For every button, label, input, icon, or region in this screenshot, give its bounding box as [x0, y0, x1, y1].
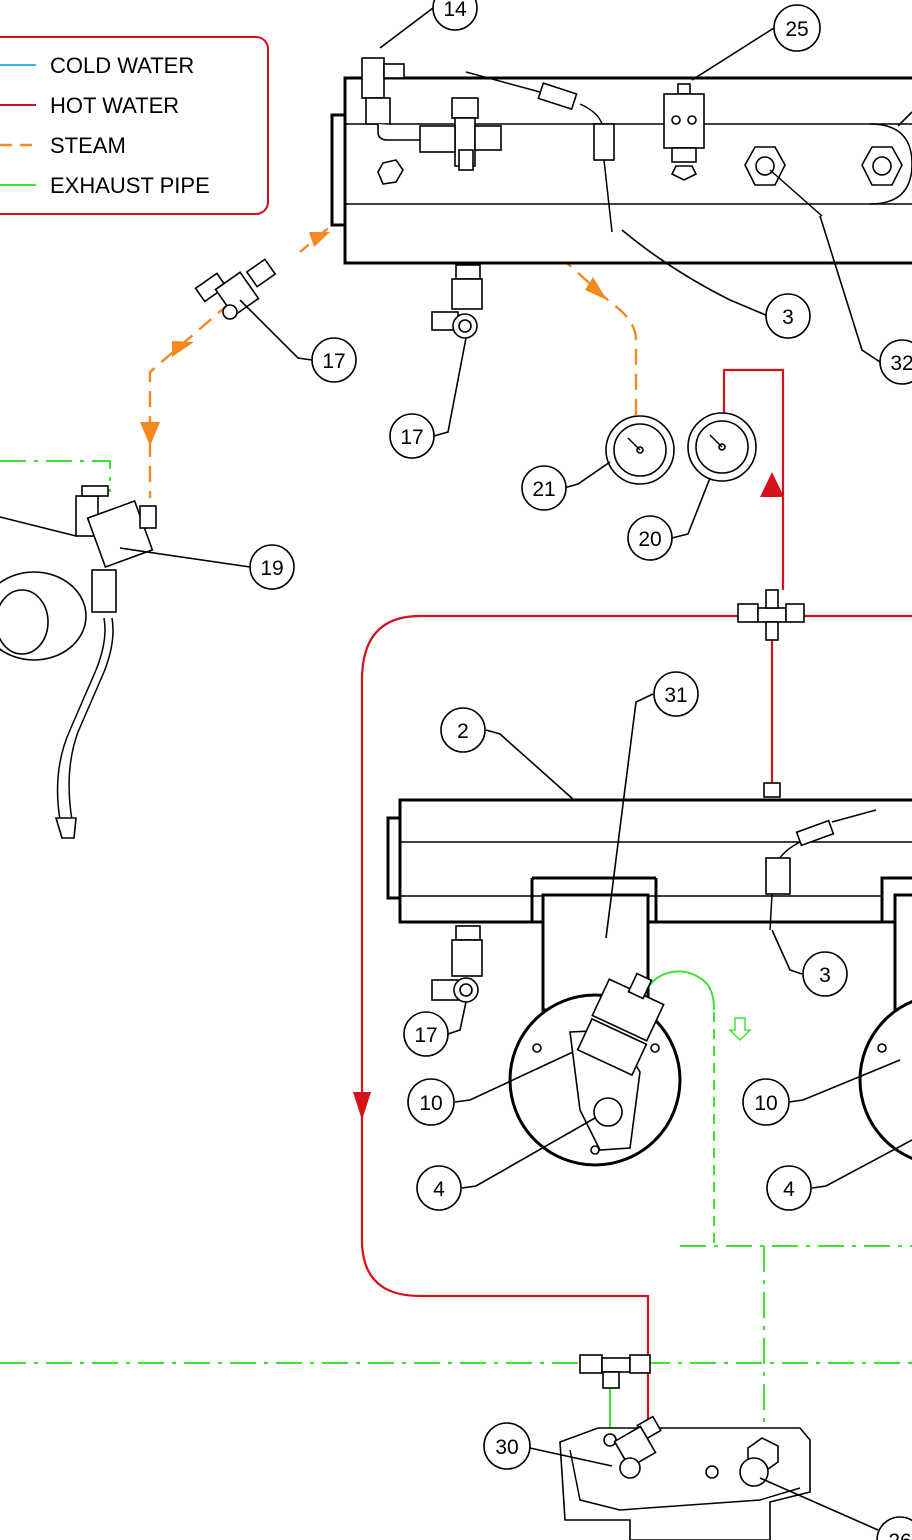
drain-box: [559, 1415, 811, 1540]
legend-label-exhaust-pipe: EXHAUST PIPE: [50, 173, 210, 198]
callout-17-lower-label: 17: [414, 1024, 437, 1047]
steam-arrow-2: [172, 341, 194, 357]
steam-arrow-3: [140, 422, 160, 446]
callout-31: 31: [653, 671, 699, 717]
callout-19-label: 19: [260, 557, 283, 580]
callout-17-lower: 17: [403, 1011, 449, 1057]
callout-21-label: 21: [532, 478, 555, 501]
hex-plug: [377, 159, 404, 185]
valve-14: [361, 57, 431, 141]
callout-3-upper-label: 3: [782, 306, 794, 329]
callout-25-label: 25: [785, 18, 808, 41]
callout-20: 20: [627, 515, 673, 561]
callout-4-left: 4: [416, 1165, 462, 1211]
legend-box: [0, 36, 269, 215]
upper-manifold: [330, 57, 912, 265]
callout-30: 30: [483, 1422, 531, 1470]
pressure-switch: [663, 83, 705, 181]
hot-water-cross: [737, 589, 805, 798]
hot-water-arrow-down: [353, 1092, 371, 1120]
callout-4-left-label: 4: [433, 1178, 445, 1201]
gauge-20: [687, 412, 757, 482]
callout-17-upper-label: 17: [400, 426, 423, 449]
callout-10-left-label: 10: [419, 1092, 442, 1115]
steam-wand: [0, 485, 157, 839]
callout-3-lower: 3: [802, 951, 848, 997]
callout-21: 21: [521, 465, 567, 511]
callout-17-steam-label: 17: [322, 350, 345, 373]
callout-20-label: 20: [638, 528, 661, 551]
callout-17-steam: 17: [311, 337, 357, 383]
callout-26: 26: [876, 1516, 912, 1540]
callout-26-label: 26: [888, 1530, 911, 1540]
legend-label-cold-water: COLD WATER: [50, 53, 194, 78]
cross-fitting: [419, 97, 502, 171]
callout-31-label: 31: [664, 684, 687, 707]
callout-4-right-label: 4: [783, 1178, 795, 1201]
callout-10-right-label: 10: [754, 1092, 777, 1115]
callout-32-label: 32: [890, 352, 912, 375]
callout-3-lower-label: 3: [819, 964, 831, 987]
callout-17-upper: 17: [389, 413, 435, 459]
legend: COLD WATER HOT WATER STEAM EXHAUST PIPE: [0, 36, 269, 215]
steam-valve-17: [194, 258, 277, 320]
callout-14-label: 14: [443, 0, 467, 21]
callout-4-right: 4: [766, 1165, 812, 1211]
callout-3-upper: 3: [765, 293, 811, 339]
drain-valve-upper: [431, 264, 483, 339]
legend-label-steam: STEAM: [50, 133, 126, 158]
drain-valve-lower: [431, 925, 483, 1003]
exhaust-tee: [579, 1354, 651, 1389]
legend-label-hot-water: HOT WATER: [50, 93, 179, 118]
callout-2: 2: [440, 707, 486, 753]
exhaust-lines: [0, 460, 912, 1432]
callout-10-left: 10: [407, 1078, 455, 1126]
hot-water-arrow-up: [760, 472, 784, 497]
callout-2-label: 2: [457, 720, 469, 743]
callout-32: 32: [879, 339, 912, 385]
temperature-probe-upper: [465, 71, 615, 233]
callout-30-label: 30: [495, 1436, 518, 1459]
exhaust-direction-arrow: [728, 1017, 752, 1042]
callout-19: 19: [249, 544, 295, 590]
steam-arrow-1: [309, 232, 330, 247]
callout-25: 25: [773, 4, 821, 52]
lower-manifold: [386, 798, 912, 1167]
steam-arrow-4: [585, 277, 607, 300]
gauge-21: [605, 415, 675, 485]
callout-10-right: 10: [742, 1078, 790, 1126]
callout-14: 14: [432, 0, 478, 31]
leader-lines: [119, 7, 912, 1531]
heating-element-nuts: [744, 146, 903, 217]
